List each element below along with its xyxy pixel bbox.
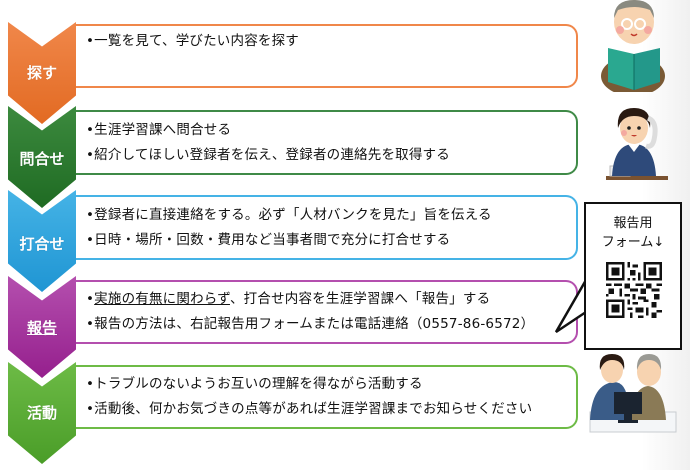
step-label-search: 探す — [26, 64, 57, 82]
elderly-man-reading-illustration — [601, 0, 665, 92]
step-label-inquire: 問合せ — [19, 150, 65, 168]
step-text: •一覧を見て、学びたい内容を探す — [86, 32, 299, 49]
woman-on-phone-illustration — [606, 108, 668, 180]
staff-helping-elderly-at-computer-illustration — [589, 354, 677, 433]
step-text: •日時・場所・回数・費用など当事者間で充分に打合せする — [86, 231, 451, 248]
qr-code-icon[interactable] — [606, 262, 662, 318]
step-text: •紹介してほしい登録者を伝え、登録者の連絡先を取得する — [86, 146, 450, 163]
callout-title: 報告用 フォーム↓ — [586, 214, 680, 252]
callout-tail — [554, 278, 588, 334]
step-box-search: •一覧を見て、学びたい内容を探す — [76, 24, 578, 88]
step-box-inquire: •生涯学習課へ問合せる •紹介してほしい登録者を伝え、登録者の連絡先を取得する — [76, 110, 578, 175]
step-label-activity: 活動 — [26, 404, 57, 422]
step-text: •実施の有無に関わらず、打合せ内容を生涯学習課へ「報告」する — [86, 287, 576, 312]
step-text: •登録者に直接連絡をする。必ず「人材バンクを見た」旨を伝える — [86, 206, 492, 223]
step-text: •生涯学習課へ問合せる — [86, 121, 232, 138]
step-text: •報告の方法は、右記報告用フォームまたは電話連絡（0557-86-6572） — [86, 316, 535, 332]
step-label-report: 報告 — [26, 319, 57, 337]
bullet: • — [86, 291, 95, 307]
report-form-callout: 報告用 フォーム↓ — [584, 202, 682, 350]
step-label-arrange: 打合せ — [19, 235, 65, 253]
callout-title-line1: 報告用 — [613, 216, 653, 231]
step-box-arrange: •登録者に直接連絡をする。必ず「人材バンクを見た」旨を伝える •日時・場所・回数… — [76, 195, 578, 260]
emphasis-text: 実施の有無に関わらず — [94, 291, 230, 307]
step-text: •トラブルのないようお互いの理解を得ながら活動する — [86, 376, 423, 392]
step-box-report: •実施の有無に関わらず、打合せ内容を生涯学習課へ「報告」する •報告の方法は、右… — [76, 280, 578, 344]
callout-title-line2: フォーム↓ — [601, 235, 665, 250]
step-box-activity: •トラブルのないようお互いの理解を得ながら活動する •活動後、何かお気づきの点等… — [76, 365, 578, 429]
step-text: •活動後、何かお気づきの点等があれば生涯学習課までお知らせください — [86, 401, 533, 417]
step-text-rest: 、打合せ内容を生涯学習課へ「報告」する — [229, 291, 491, 307]
